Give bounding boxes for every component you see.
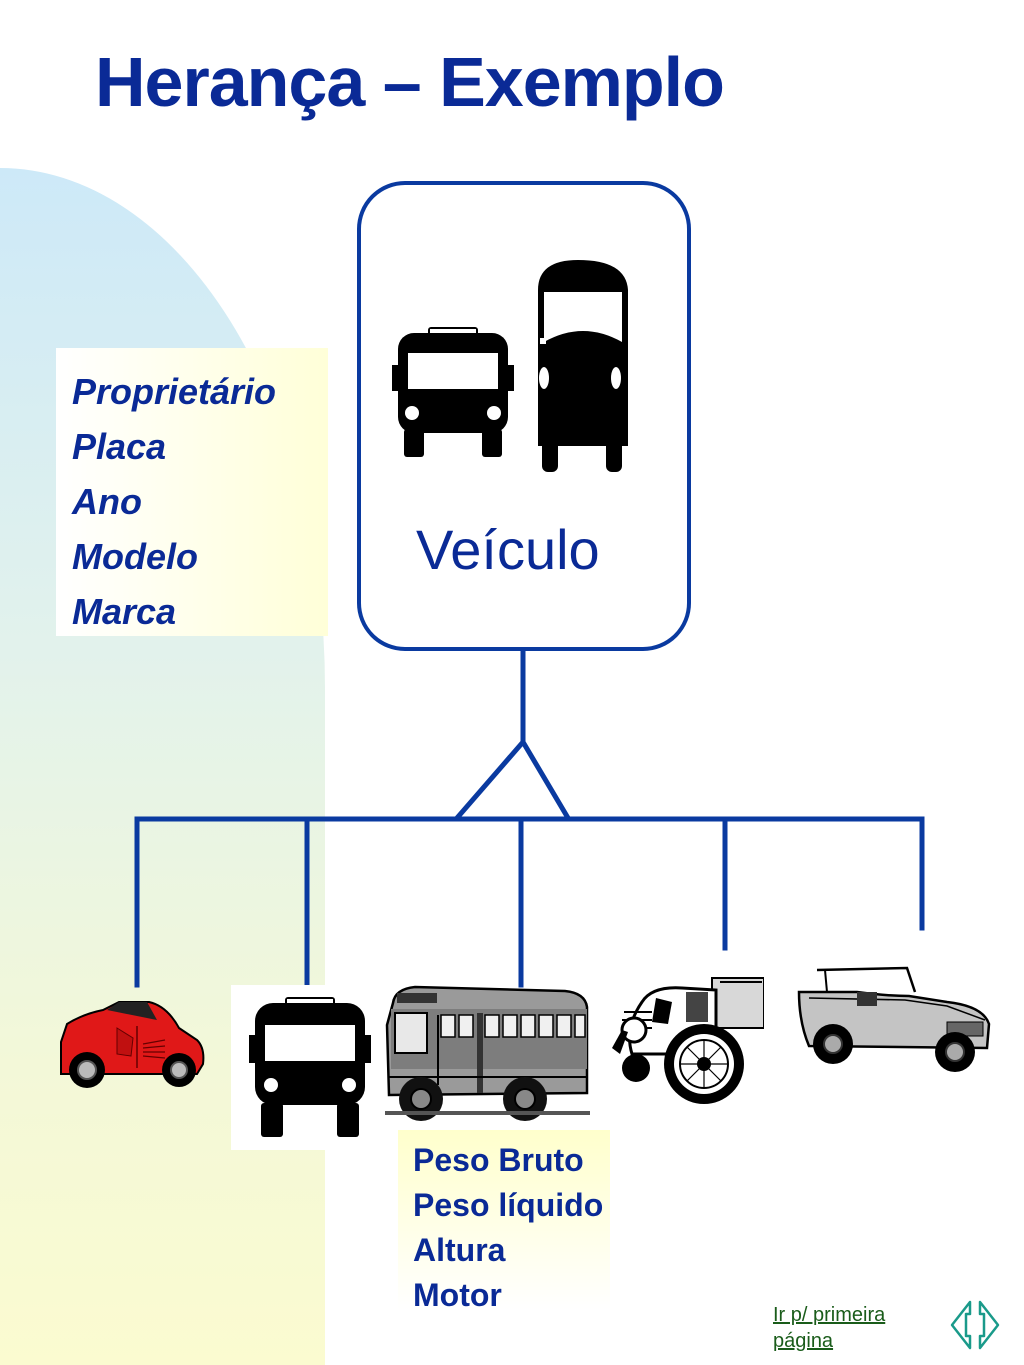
base-attributes-box: Proprietário Placa Ano Modelo Marca (56, 348, 328, 636)
subclass-attribute-item: Motor (413, 1277, 502, 1313)
page-title: Herança – Exemplo (95, 43, 725, 121)
attribute-item: Proprietário (72, 371, 277, 412)
subclass-attribute-item: Peso Bruto (413, 1142, 584, 1178)
base-class-label: Veículo (416, 518, 600, 581)
bus-front-icon (249, 997, 371, 1137)
bus-front-icon (392, 327, 514, 457)
bus-front-image (231, 985, 383, 1150)
side-bus-icon (385, 985, 590, 1121)
attribute-item: Ano (72, 481, 142, 522)
vintage-car-icon (612, 977, 764, 1104)
subclass-attributes-box: Peso Bruto Peso líquido Altura Motor (398, 1130, 610, 1313)
attribute-item: Placa (72, 426, 167, 467)
inheritance-triangle (453, 737, 572, 822)
truck-front-icon (538, 260, 628, 472)
prev-next-arrows-icon[interactable] (948, 1298, 1002, 1352)
attribute-item: Marca (72, 591, 177, 632)
red-sports-car-icon (60, 1001, 205, 1088)
convertible-car-icon (797, 966, 991, 1072)
subclass-attribute-item: Peso líquido (413, 1187, 604, 1223)
attribute-item: Modelo (72, 536, 198, 577)
subclass-attribute-item: Altura (413, 1232, 506, 1268)
first-page-link[interactable]: Ir p/ primeira página (773, 1304, 886, 1352)
